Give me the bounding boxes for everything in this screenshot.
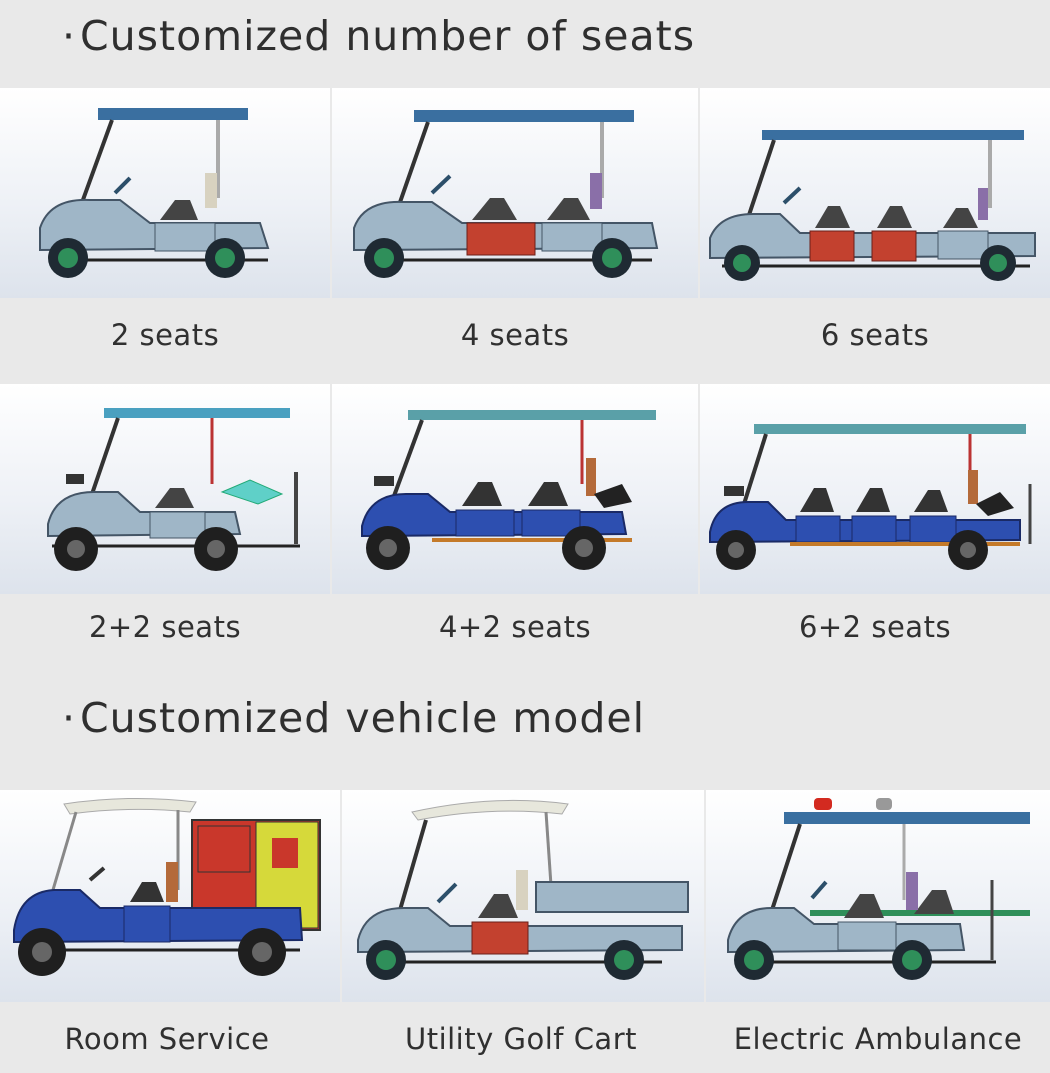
cart-image-room-service (0, 790, 340, 1002)
label-4-seats: 4 seats (460, 318, 570, 352)
heading-seats: ·Customized number of seats (62, 12, 695, 60)
label-2-seats: 2 seats (110, 318, 220, 352)
label-4-plus-2-seats: 4+2 seats (438, 610, 592, 644)
label-6-plus-2-seats: 6+2 seats (798, 610, 952, 644)
golf-cart-4-plus-2-seats-icon (361, 410, 656, 570)
utility-golf-cart-icon (357, 799, 689, 980)
cart-image-2-plus-2-seats (0, 384, 330, 594)
golf-cart-6-plus-2-seats-icon (709, 424, 1032, 570)
cart-image-4-plus-2-seats (332, 384, 698, 594)
heading-text: Customized number of seats (80, 12, 696, 60)
golf-cart-2-seats-icon (39, 108, 270, 278)
electric-ambulance-cart-icon (727, 798, 1030, 980)
golf-cart-6-seats-icon (709, 130, 1036, 281)
cart-image-electric-ambulance (706, 790, 1050, 1002)
golf-cart-2-plus-2-seats-icon (47, 408, 300, 571)
cart-image-utility-golf-cart (342, 790, 704, 1002)
label-electric-ambulance: Electric Ambulance (733, 1022, 1023, 1056)
label-room-service: Room Service (64, 1022, 270, 1056)
cart-image-4-seats (332, 88, 698, 298)
room-service-cart-icon (13, 797, 321, 976)
label-2-plus-2-seats: 2+2 seats (88, 610, 242, 644)
cart-image-6-seats (700, 88, 1050, 298)
heading-text: Customized vehicle model (80, 694, 646, 742)
golf-cart-4-seats-icon (353, 110, 659, 278)
heading-models: ·Customized vehicle model (62, 694, 645, 742)
heading-bullet: · (62, 694, 77, 742)
cart-image-6-plus-2-seats (700, 384, 1050, 594)
cart-image-2-seats (0, 88, 330, 298)
label-6-seats: 6 seats (820, 318, 930, 352)
heading-bullet: · (62, 12, 77, 60)
label-utility-golf-cart: Utility Golf Cart (404, 1022, 638, 1056)
